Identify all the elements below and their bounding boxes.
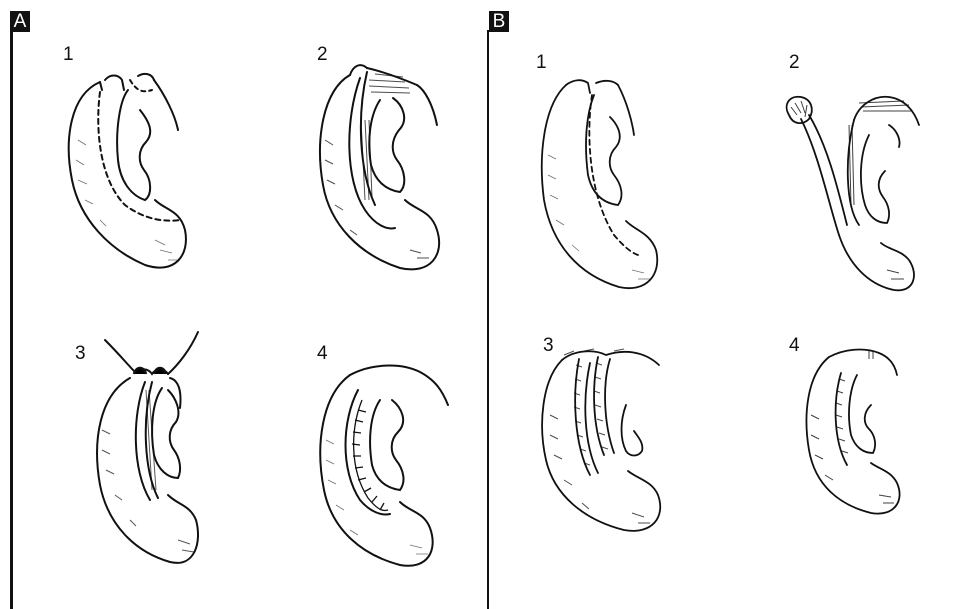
suture-thread-left — [105, 340, 135, 372]
panel-a: A 1 2 3 4 — [0, 0, 489, 609]
panel-a-step-1-ear-icon — [60, 70, 200, 275]
panel-b-step-4-ear-icon — [799, 345, 919, 520]
panel-b-step-1-number: 1 — [536, 52, 547, 74]
panel-a-label: A — [10, 11, 30, 32]
panel-a-step-2-ear-icon — [305, 60, 455, 280]
panel-b-step-2-number: 2 — [789, 52, 800, 74]
panel-b-step-2-ear-icon — [779, 85, 939, 300]
panel-b-label: B — [489, 11, 509, 32]
panel-b: B 1 2 3 4 — [489, 0, 957, 609]
panel-a-step-4-ear-icon — [310, 360, 460, 575]
panel-b-step-4-number: 4 — [789, 335, 800, 357]
panel-a-step-1-number: 1 — [63, 44, 74, 66]
panel-a-step-3-ear-icon — [70, 330, 230, 575]
panel-a-left-border — [10, 30, 13, 609]
panel-b-step-1-ear-icon — [534, 75, 669, 295]
panel-b-step-3-ear-icon — [534, 345, 689, 540]
